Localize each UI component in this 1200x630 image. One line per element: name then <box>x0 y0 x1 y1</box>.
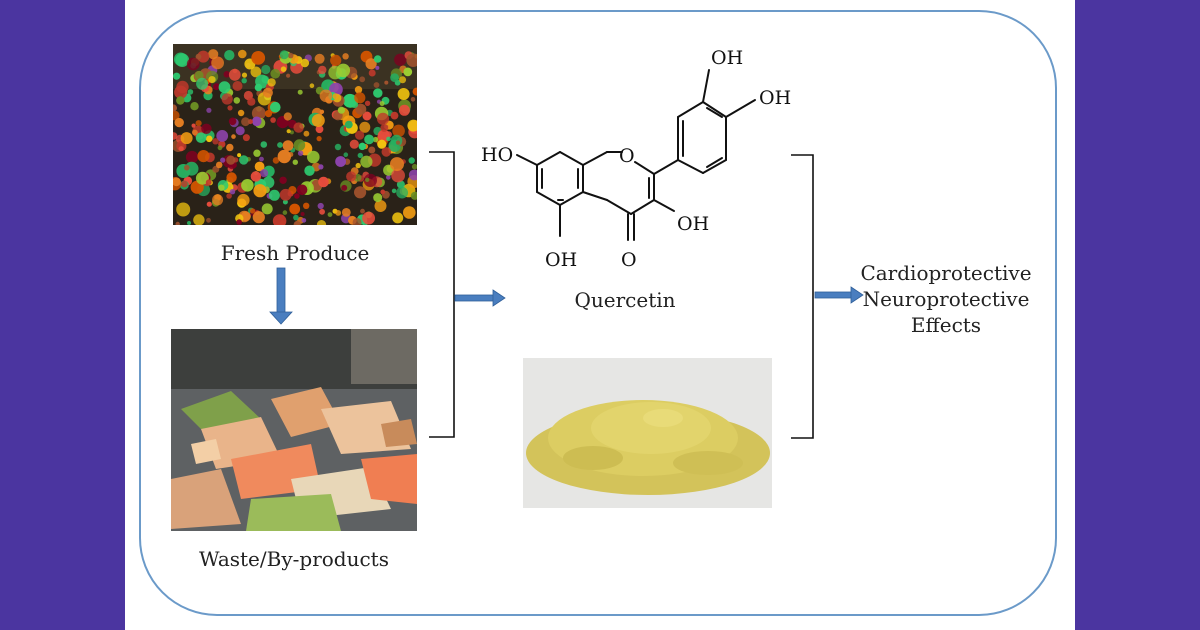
effect-line-2: Neuroprotective <box>862 287 1030 311</box>
arrow-right-icon <box>814 286 864 304</box>
atom-ring-o: O <box>619 145 635 167</box>
diagram-canvas: Fresh Produce Waste/By-products <box>125 0 1075 630</box>
effect-line-3: Effects <box>910 313 982 337</box>
diagram-overlay: OH OH HO O OH OH O <box>269 47 864 439</box>
atom-oh-5: OH <box>545 249 577 271</box>
effects-text: Cardioprotective Neuroprotective Effects <box>851 260 1041 338</box>
arrow-right-icon <box>454 289 506 307</box>
bracket-icon <box>429 151 455 438</box>
atom-oh-3: OH <box>677 213 709 235</box>
quercetin-label: Quercetin <box>574 288 676 312</box>
atom-carbonyl-o: O <box>621 249 637 271</box>
quercetin-structure: OH OH HO O OH OH O <box>481 47 791 271</box>
atom-oh-top: OH <box>711 47 743 69</box>
arrow-down-icon <box>269 267 293 325</box>
waste-photo <box>171 329 417 531</box>
rounded-frame <box>139 10 1057 616</box>
atom-oh-right: OH <box>759 87 791 109</box>
bracket-icon <box>791 154 814 439</box>
fresh-produce-photo <box>173 44 417 225</box>
fresh-produce-label: Fresh Produce <box>220 241 370 265</box>
waste-label: Waste/By-products <box>199 547 389 571</box>
atom-ho-left: HO <box>481 144 513 166</box>
quercetin-powder-photo <box>523 358 772 508</box>
effect-line-1: Cardioprotective <box>860 261 1032 285</box>
